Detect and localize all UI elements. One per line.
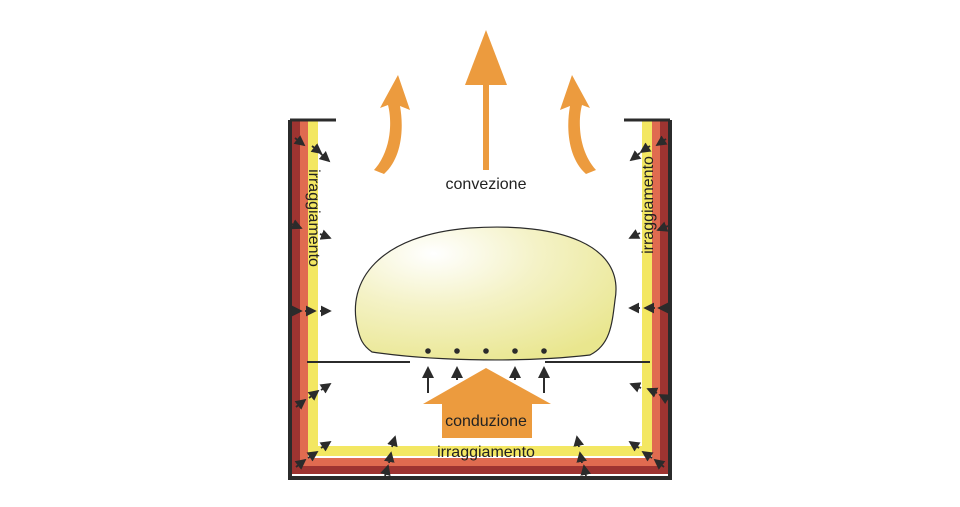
radiation-bottom-label: irraggiamento (437, 444, 535, 461)
wall-layer-red (300, 120, 660, 466)
bread-loaf (354, 226, 617, 361)
conduction-label: conduzione (445, 413, 527, 430)
convection-arrows (374, 30, 596, 174)
wall-layer-dark-red (292, 120, 668, 474)
contact-dots (425, 348, 547, 354)
radiation-left-label: irraggiamento (305, 169, 322, 267)
convection-label: convezione (446, 176, 527, 193)
oven-walls (288, 118, 672, 480)
radiation-right-label: irraggiamento (640, 156, 657, 254)
convection-arrow-right-icon (560, 75, 596, 174)
radiation-small-arrows (290, 135, 671, 477)
wall-layer-yellow (308, 120, 652, 456)
conduction-small-arrows (422, 366, 550, 393)
convection-arrow-left-icon (374, 75, 410, 174)
outer-wall (288, 120, 672, 480)
conduction-arrow-icon (423, 368, 551, 438)
convection-arrow-center-icon (465, 30, 507, 170)
